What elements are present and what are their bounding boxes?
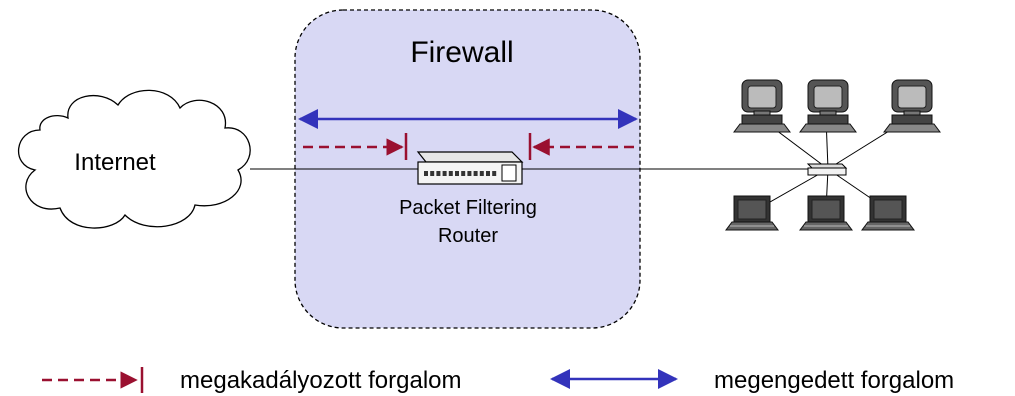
router-port	[430, 171, 435, 176]
router-port	[492, 171, 497, 176]
internet-cloud	[18, 89, 251, 229]
router-label-line2: Router	[438, 225, 498, 247]
legend-allowed-label: megengedett forgalom	[714, 367, 954, 394]
internet-label: Internet	[74, 149, 156, 176]
router-label-line1: Packet Filtering	[399, 197, 537, 219]
desktop-computer-icon	[799, 79, 857, 133]
laptop-computer-icon	[861, 195, 915, 231]
firewall-title: Firewall	[410, 36, 513, 69]
router-port	[473, 171, 478, 176]
router-port	[467, 171, 472, 176]
legend-blocked-label: megakadályozott forgalom	[180, 367, 461, 394]
router-icon	[416, 151, 524, 185]
legend: megakadályozott forgalom megengedett for…	[42, 367, 954, 394]
router-port	[461, 171, 466, 176]
router-port	[455, 171, 459, 176]
desktop-computer-icon	[883, 79, 941, 133]
laptop-computer-icon	[725, 195, 779, 231]
router-port	[486, 171, 490, 176]
router-port	[442, 171, 447, 176]
router-port	[448, 171, 453, 176]
router-port	[436, 171, 441, 176]
desktop-computer-icon	[733, 79, 791, 133]
lan-hub-icon	[806, 163, 848, 176]
router-port	[424, 171, 428, 176]
laptop-computer-icon	[799, 195, 853, 231]
router-port	[479, 171, 484, 176]
